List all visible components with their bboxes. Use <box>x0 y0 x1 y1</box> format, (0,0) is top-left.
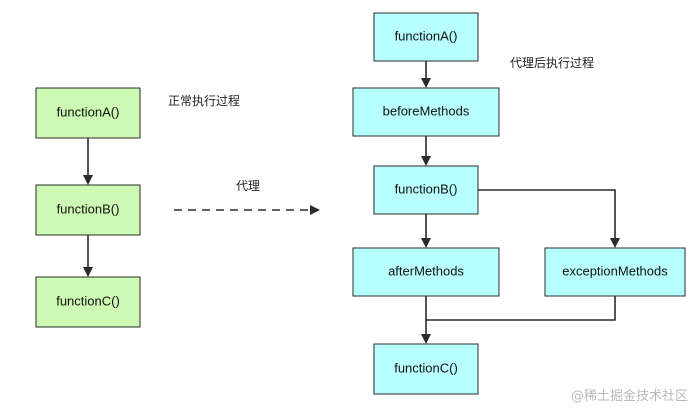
proxy-node-exception-methods-label: exceptionMethods <box>562 263 668 278</box>
watermark-text: @稀土掘金技术社区 <box>571 388 688 404</box>
normal-node-function-b: functionB() <box>35 184 141 236</box>
normal-node-function-a-label: functionA() <box>57 104 120 119</box>
proxy-node-function-c-label: functionC() <box>394 360 458 375</box>
proxy-node-after-methods: afterMethods <box>352 247 500 297</box>
normal-flow-title: 正常执行过程 <box>168 93 240 108</box>
transition-label: 代理 <box>236 179 260 193</box>
proxy-node-function-a: functionA() <box>373 12 479 62</box>
proxy-arrow-b-to-exception <box>478 189 620 248</box>
proxy-node-function-a-label: functionA() <box>395 28 458 43</box>
normal-node-function-b-label: functionB() <box>57 201 120 216</box>
normal-node-function-a: functionA() <box>35 87 141 139</box>
proxy-node-before-methods-label: beforeMethods <box>383 103 470 118</box>
proxy-node-exception-methods: exceptionMethods <box>544 247 686 297</box>
normal-node-function-c-label: functionC() <box>56 293 120 308</box>
proxy-node-before-methods: beforeMethods <box>352 87 500 137</box>
proxy-node-function-b-label: functionB() <box>395 181 458 196</box>
proxy-flow-title: 代理后执行过程 <box>510 55 594 70</box>
proxy-node-after-methods-label: afterMethods <box>388 263 464 278</box>
proxy-node-function-c: functionC() <box>373 343 479 395</box>
normal-node-function-c: functionC() <box>35 276 141 328</box>
proxy-node-function-b: functionB() <box>373 165 479 215</box>
proxy-line-exception-merge <box>426 296 616 321</box>
